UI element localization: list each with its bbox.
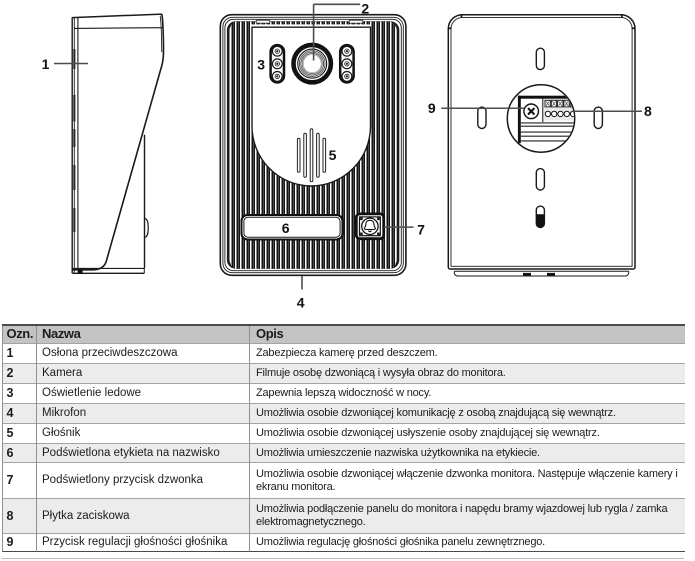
svg-text:3: 3: [257, 57, 265, 73]
svg-text:4: 4: [297, 294, 305, 310]
svg-text:1: 1: [42, 56, 50, 72]
svg-text:2: 2: [361, 0, 369, 16]
svg-text:9: 9: [428, 100, 436, 116]
svg-text:7: 7: [417, 222, 425, 238]
svg-text:8: 8: [644, 103, 652, 119]
svg-text:5: 5: [329, 147, 337, 163]
svg-text:6: 6: [282, 220, 290, 236]
